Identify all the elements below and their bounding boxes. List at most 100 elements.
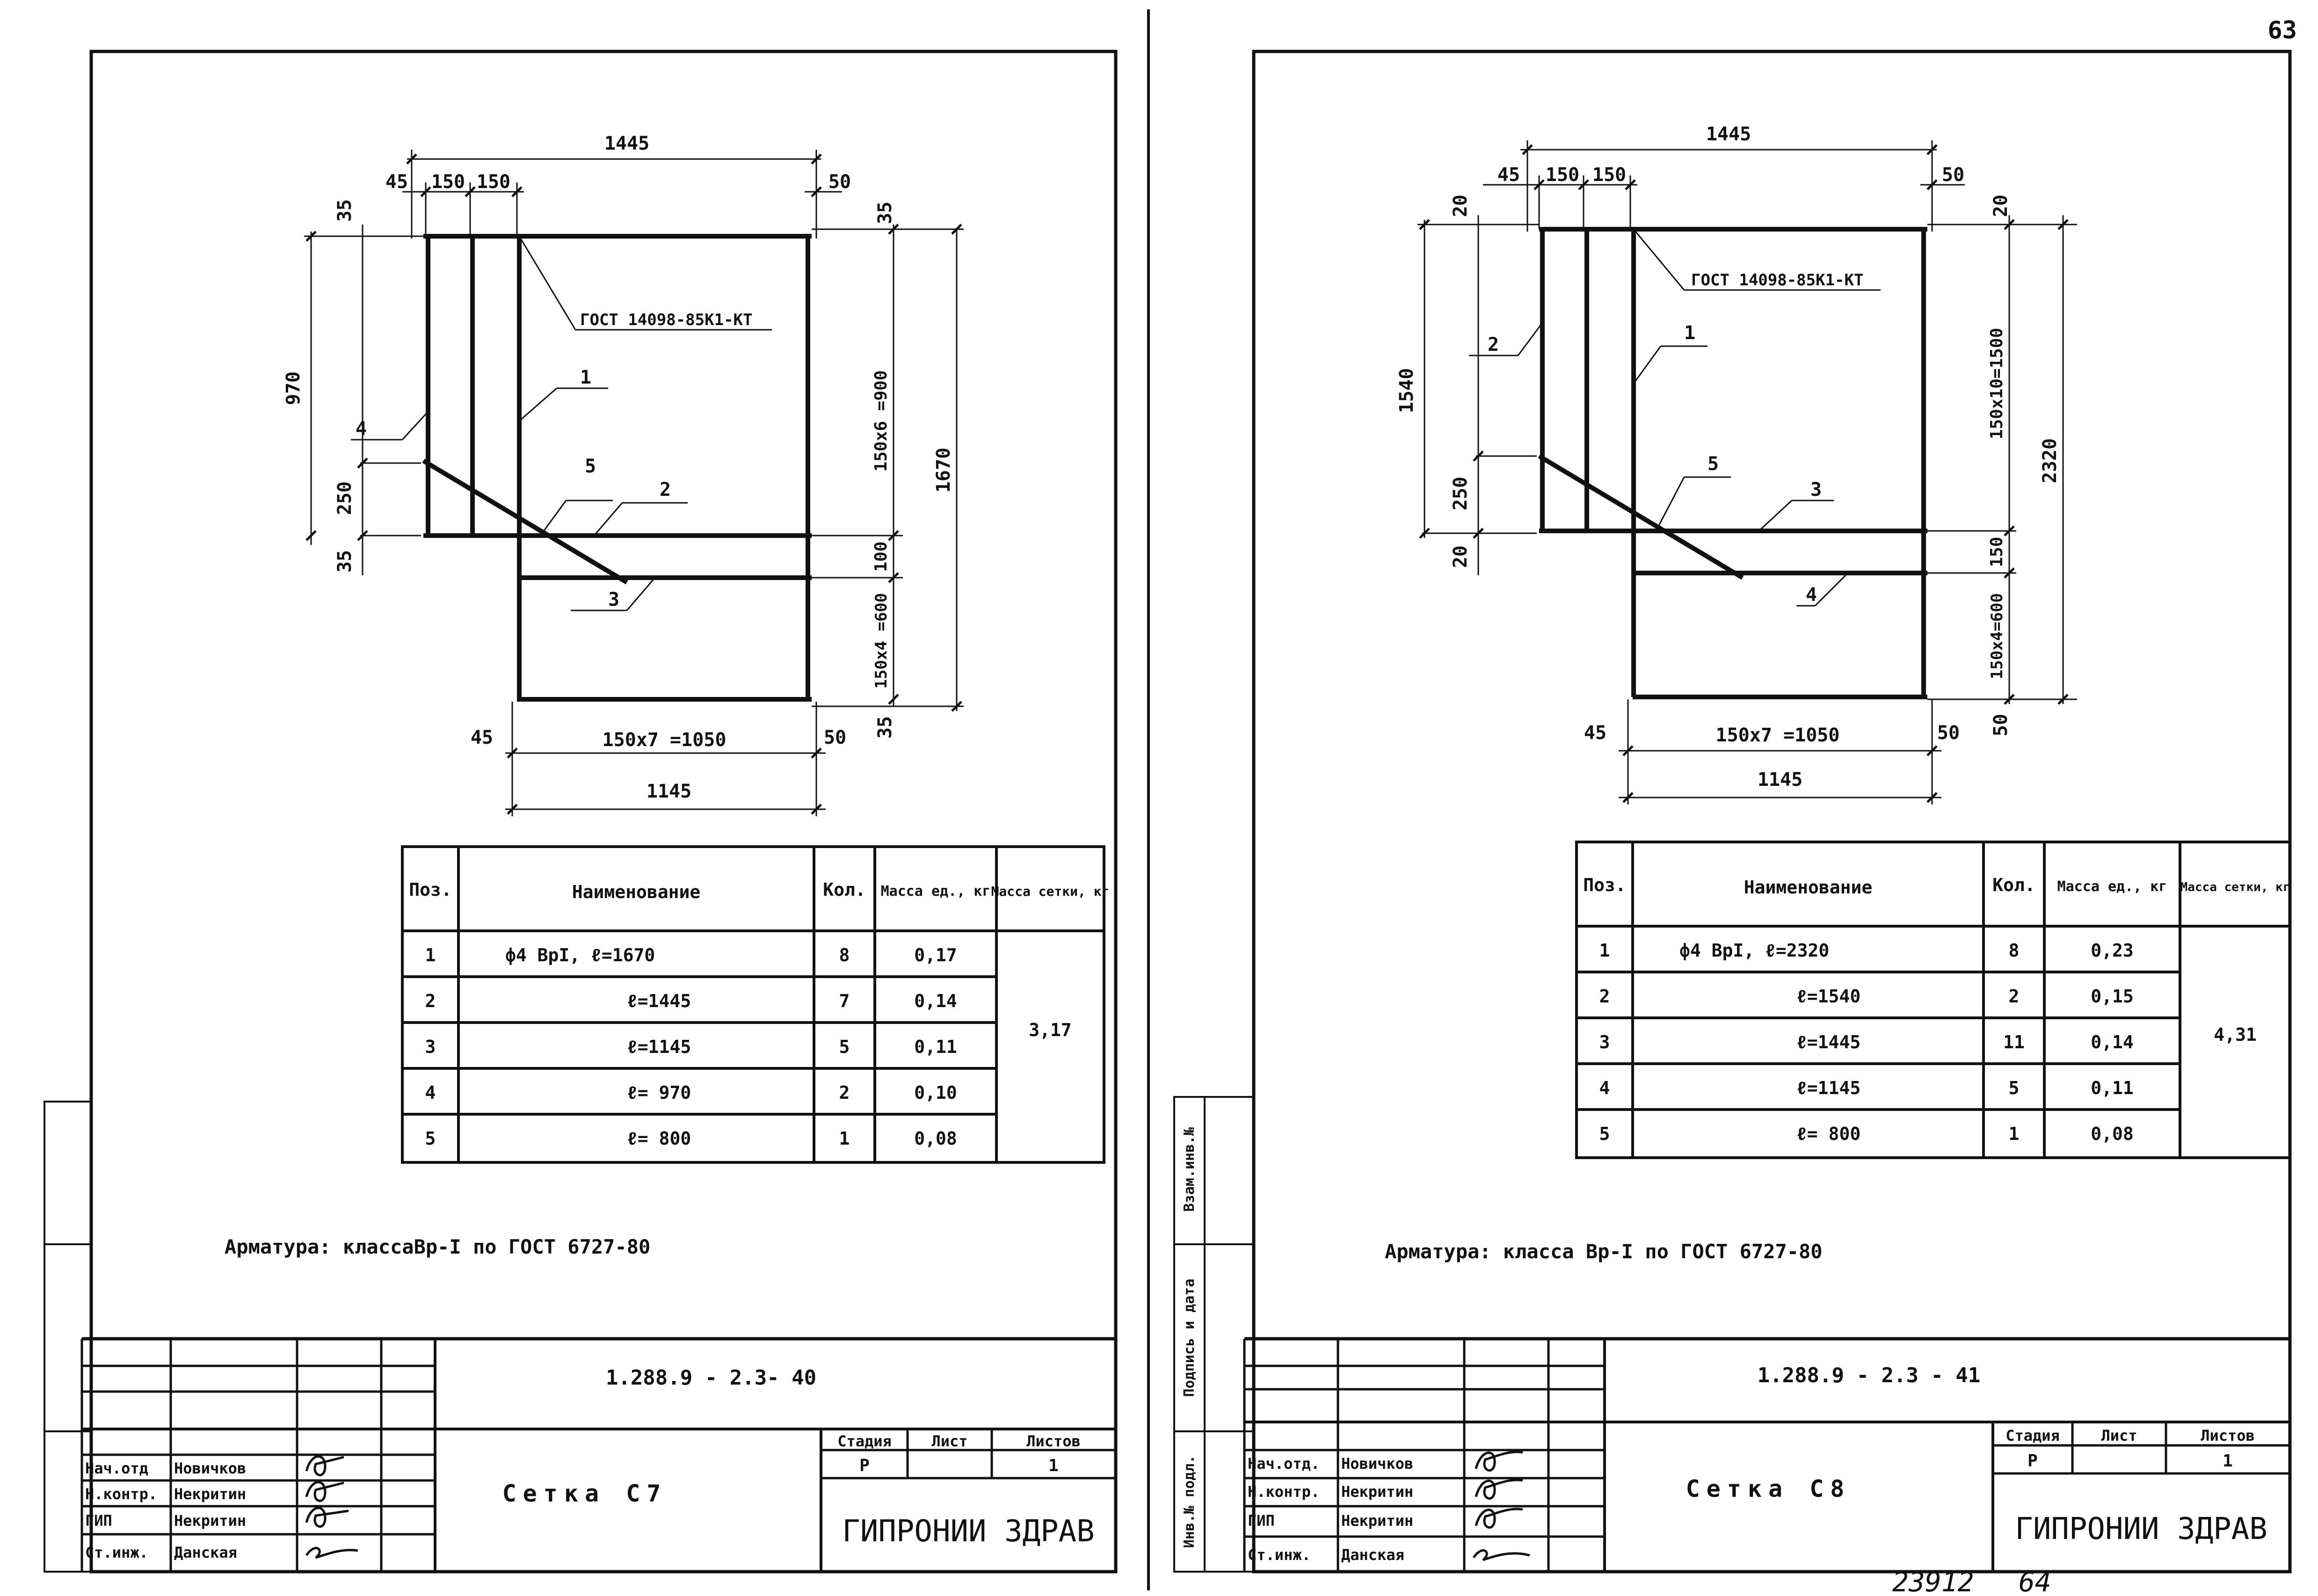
dim-45-bottom: 45 [1584,722,1606,744]
cell-mass: 0,11 [2091,1078,2134,1098]
stamp-stage-label: Стадия [837,1432,892,1450]
signature-mark [305,1481,344,1502]
stamp-person: Некритин [174,1485,246,1503]
stamp-title: Сетка С8 [1686,1475,1851,1502]
cell-name: ф4 ВрI, ℓ=2320 [1679,940,1829,961]
stamp-code: 1.288.9 - 2.3 - 41 [1758,1364,1981,1387]
stamp-person: Данская [1341,1546,1404,1564]
dimension-ticks-left [305,153,962,815]
th-mass-mesh: Масса сетки, кг [991,884,1110,899]
dim-45-bottom: 45 [471,727,493,748]
callout-1: 1 [1684,322,1695,344]
dim-35-right-top: 35 [874,202,896,224]
dim-1050: 150x7 =1050 [1716,725,1840,746]
dim-1145-bottom: 1145 [1758,769,1802,791]
cell-qty: 8 [2009,940,2020,961]
stamp-role: Ст.инж. [85,1544,148,1561]
dim-1445-top: 1445 [604,133,649,154]
mesh-c8 [1538,227,1927,699]
th-mass-mesh: Масса сетки, кг [2180,880,2290,894]
cell-pos: 2 [1599,986,1610,1007]
dim-1540: 1540 [1396,368,1417,413]
stamp-stage-label: Стадия [2006,1427,2060,1444]
dim-900: 150x6 =900 [872,370,891,472]
dims-left-sheet: 1445 45 150 150 50 35 970 250 35 35 150x… [283,133,954,802]
cell-name: ℓ= 970 [627,1082,691,1103]
dim-35-right-bot: 35 [874,716,896,739]
stamp-sheets: 1 [2223,1451,2233,1471]
stamp-person: Некритин [1341,1483,1413,1501]
signatures-right [1472,1451,1530,1561]
stamp-stage: Р [859,1456,870,1475]
spec-table-left: Поз. Наименование Кол. Масса ед., кг Мас… [401,845,1110,1164]
cell-name: ℓ=1145 [1796,1078,1860,1098]
th-mass-unit: Масса ед., кг [881,883,991,900]
cell-qty: 5 [839,1037,850,1057]
stamp-person: Некритин [174,1512,246,1530]
cell-name: ℓ= 800 [627,1128,691,1149]
cell-mass: 0,17 [914,945,957,965]
th-qty: Кол. [823,879,866,900]
sheet-right [1173,50,2292,1574]
dim-45: 45 [1497,164,1520,186]
stamp-code: 1.288.9 - 2.3- 40 [606,1366,816,1390]
side-label-inv-orig: Инв.№ подл. [1181,1455,1198,1548]
th-name: Наименование [572,882,701,902]
dim-150b: 150 [1592,164,1626,186]
signatures-left [305,1455,358,1559]
dim-20-left-bot: 20 [1450,545,1471,568]
cell-name: ℓ=1145 [627,1037,691,1057]
stamp-sheet-label: Лист [931,1432,967,1450]
stamp-sheet-label: Лист [2101,1427,2137,1444]
stamp-org: ГИПРОНИИ ЗДРАВ [842,1514,1094,1549]
gost-note: ГОСТ 14098-85К1-КТ [580,311,752,329]
th-mass-unit: Масса ед., кг [2057,878,2167,895]
callout-3: 3 [1810,479,1822,501]
dim-970: 970 [283,371,304,405]
cell-pos: 4 [1599,1078,1610,1098]
callout-5: 5 [585,456,596,477]
dim-150a: 150 [1546,164,1579,186]
dim-1050: 150x7 =1050 [603,729,727,751]
cell-name: ℓ=1540 [1796,986,1860,1007]
stamp-sheets-label: Листов [1026,1432,1081,1450]
dim-20-left-top: 20 [1450,195,1471,217]
gost-note: ГОСТ 14098-85К1-КТ [1691,271,1863,290]
cell-pos: 1 [1599,940,1610,961]
cell-name: ℓ=1445 [1796,1032,1860,1052]
signature-mark [305,1455,344,1476]
cell-pos: 5 [425,1128,436,1149]
title-block-left: 1.288.9 - 2.3- 40 Сетка С7 Стадия Лист Л… [80,1337,1116,1572]
stamp-sheets: 1 [1048,1456,1059,1475]
dim-150b: 150 [477,171,510,193]
dim-1445-top: 1445 [1706,123,1751,145]
bar-5-diagonal [1538,454,1744,580]
dimension-ticks-right [1419,144,2069,803]
spec-table-right: Поз. Наименование Кол. Масса ед., кг Мас… [1575,841,2291,1159]
side-label-inv-replace: Взам.инв.№ [1181,1127,1198,1212]
bar-5-diagonal [422,458,628,585]
dim-50: 50 [1942,164,1964,186]
th-pos: Поз. [1583,875,1626,895]
dim-150: 150 [1987,537,2006,567]
cell-total-mass: 3,17 [1029,1020,1072,1040]
cell-mass: 0,14 [914,991,957,1011]
dim-50-bottom: 50 [1937,722,1960,744]
signature-mark [1472,1549,1530,1561]
cell-mass: 0,10 [914,1082,957,1103]
callout-2: 2 [660,479,671,501]
sheet-frame [89,50,1118,1574]
callout-5: 5 [1708,453,1719,475]
signature-mark [305,1546,358,1559]
dim-50-bottom: 50 [824,727,846,748]
dimension-lines-right [1417,140,2077,805]
stamp-role: ГИП [85,1512,112,1530]
dim-50: 50 [828,171,851,193]
cell-qty: 11 [2003,1032,2025,1052]
cell-name: ℓ=1445 [627,991,691,1011]
stamp-stage: Р [2027,1451,2038,1471]
callout-4: 4 [356,418,367,440]
cell-pos: 1 [425,945,436,965]
th-pos: Поз. [409,879,452,900]
cell-qty: 7 [839,991,850,1011]
